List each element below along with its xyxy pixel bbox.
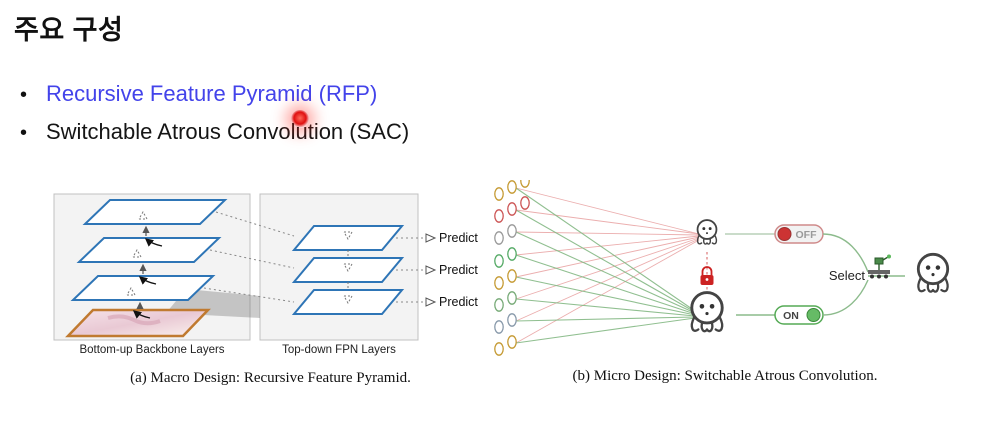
atrous-connections-off-branch bbox=[515, 187, 700, 344]
predict-arrow bbox=[425, 265, 437, 275]
toggle-on-switch: ON bbox=[774, 305, 824, 325]
top-down-marks bbox=[343, 231, 353, 305]
feedback-arrows bbox=[132, 238, 163, 319]
toggle-on-label: ON bbox=[783, 310, 799, 322]
toggle-off-label: OFF bbox=[796, 229, 818, 241]
select-label: Select bbox=[829, 268, 866, 283]
backbone-panel-label: Bottom-up Backbone Layers bbox=[79, 344, 224, 356]
bullet-item-rfp: • Recursive Feature Pyramid (RFP) bbox=[20, 80, 409, 109]
recursive-marks bbox=[126, 210, 148, 296]
selector-machine-icon bbox=[868, 254, 891, 279]
predict-label: Predict bbox=[439, 263, 478, 277]
figure-a-caption: (a) Macro Design: Recursive Feature Pyra… bbox=[130, 370, 411, 386]
image-texture bbox=[107, 314, 161, 326]
large-octopus-icon bbox=[690, 291, 724, 333]
bullet-label-sac: Switchable Atrous Convolution (SAC) bbox=[46, 119, 410, 144]
feature-plane bbox=[70, 275, 216, 301]
input-node-column bbox=[494, 174, 530, 356]
output-octopus-icon bbox=[916, 252, 950, 294]
figure-b-diagram: OFF ON Select bbox=[494, 174, 950, 356]
bottom-up-arrows bbox=[136, 225, 150, 309]
predict-arrow bbox=[425, 297, 437, 307]
predict-label: Predict bbox=[439, 231, 478, 245]
predict-arrow bbox=[425, 233, 437, 243]
laser-pointer-dot bbox=[291, 110, 309, 128]
figure-macro-design: Predict Predict Predict Bottom-up Backbo… bbox=[48, 192, 493, 387]
lock-icon bbox=[700, 266, 714, 285]
feature-plane bbox=[82, 199, 228, 225]
page-title: 주요 구성 bbox=[14, 15, 124, 45]
feature-plane bbox=[76, 237, 222, 263]
figure-micro-design: OFF ON Select (b) Micro Design: Switchab… bbox=[485, 174, 965, 385]
bullet-item-sac: • Switchable Atrous Convolution (SAC) bbox=[20, 118, 409, 147]
figure-a-diagram: Predict Predict Predict Bottom-up Backbo… bbox=[53, 193, 478, 356]
toggle-off-switch: OFF bbox=[774, 224, 824, 244]
predict-row: Predict Predict Predict bbox=[425, 231, 478, 309]
bullet-dot: • bbox=[20, 122, 28, 144]
figure-b-caption: (b) Micro Design: Switchable Atrous Conv… bbox=[572, 368, 878, 384]
atrous-connections-on-branch bbox=[515, 187, 696, 344]
bullet-dot: • bbox=[20, 84, 28, 106]
predict-label: Predict bbox=[439, 295, 478, 309]
backbone-feature-planes bbox=[70, 199, 228, 301]
bullet-list: • Recursive Feature Pyramid (RFP) • Swit… bbox=[20, 80, 409, 156]
fpn-panel-label: Top-down FPN Layers bbox=[282, 344, 396, 356]
small-octopus-icon bbox=[696, 219, 718, 245]
bullet-label-rfp: Recursive Feature Pyramid (RFP) bbox=[46, 81, 378, 106]
